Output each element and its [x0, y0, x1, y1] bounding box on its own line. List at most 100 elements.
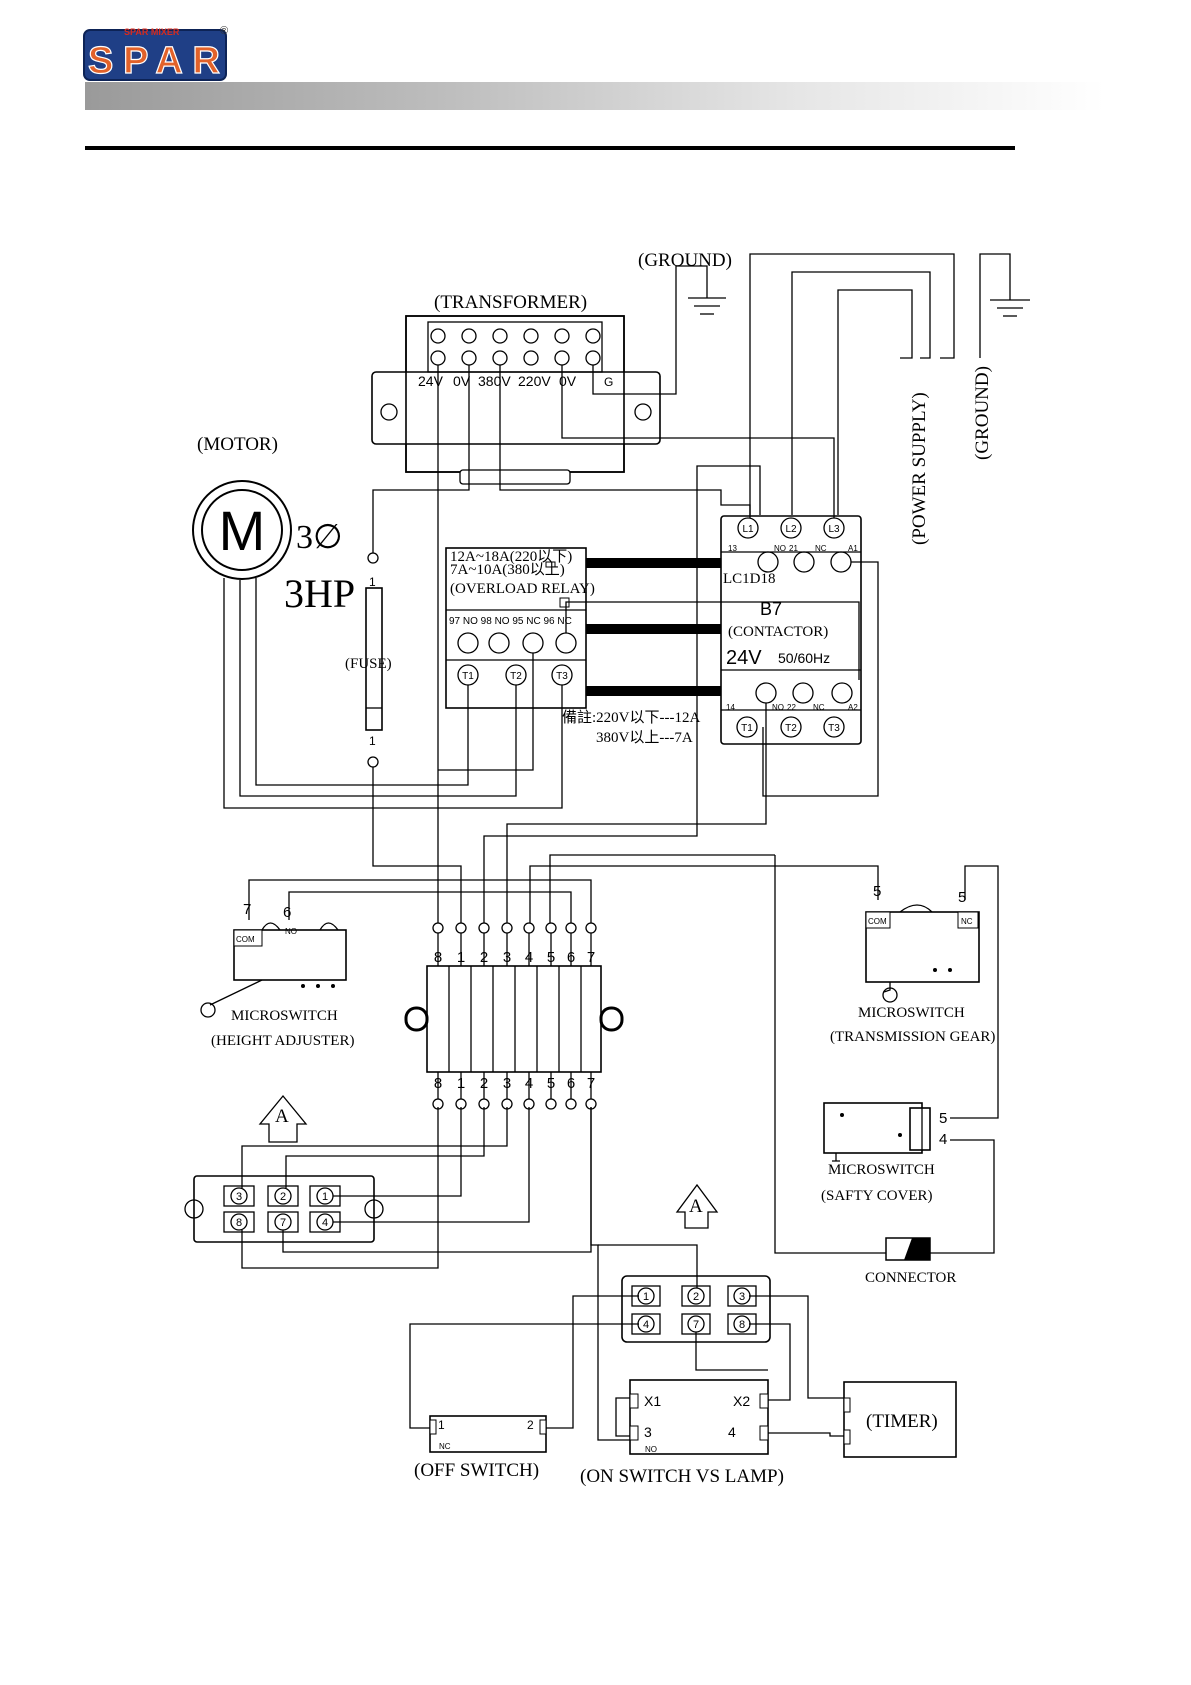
- terminal-pin-5-bottom: [545, 1098, 557, 1110]
- header-gradient-band: [85, 82, 1105, 110]
- ms-height-no: NO: [285, 927, 297, 936]
- spar-logo: SPAR MIXER SPAR ®: [83, 25, 228, 83]
- overload-relay-label: (OVERLOAD RELAY): [450, 581, 595, 597]
- relay-note-2: 380V以上---7A: [596, 729, 693, 746]
- off-switch-label: (OFF SWITCH): [414, 1460, 539, 1481]
- power-supply-wires: [749, 253, 1011, 515]
- off-switch: 1 2 NC: [429, 1415, 547, 1453]
- transformer-terminals: [427, 321, 603, 373]
- plug-1: 3 2 1 8 7 4: [184, 1175, 384, 1243]
- ms-trans-wire-5b: 5: [958, 889, 966, 906]
- contactor: L1 L2 L3 13 NO 21 NC A1 LC1D18 B7 (CONTA…: [720, 515, 862, 745]
- plug-a-arrow-1: A: [258, 1094, 308, 1143]
- relay-rating-2: 7A~10A(380以上): [450, 561, 565, 578]
- transformer-tap-g: G: [604, 375, 613, 389]
- contactor-t2: T2: [785, 723, 797, 734]
- contactor-top-no: NO: [774, 544, 786, 553]
- motor-horsepower: 3HP: [284, 571, 355, 616]
- ms-height-com: COM: [236, 935, 255, 944]
- contactor-l3: L3: [828, 524, 840, 535]
- power-supply-label: (POWER SUPPLY): [909, 392, 930, 545]
- relay-terminal-t3: T3: [556, 671, 568, 682]
- connector: [885, 1237, 931, 1261]
- plug1-pin-2: 2: [280, 1191, 286, 1203]
- off-pin-2: 2: [527, 1418, 534, 1432]
- contactor-l1: L1: [742, 524, 754, 535]
- relay-contacts: 97 NO 98 NO 95 NC 96 NC: [449, 616, 572, 627]
- transformer-tap-220v: 220V: [518, 373, 551, 389]
- fuse-label: (FUSE): [345, 656, 392, 672]
- plug-a-1-letter: A: [275, 1106, 289, 1127]
- plug2-pin-8: 8: [739, 1319, 745, 1331]
- transformer-tap-0v-b: 0V: [559, 373, 577, 389]
- contactor-t1: T1: [741, 723, 753, 734]
- logo-registered-mark: ®: [220, 25, 228, 37]
- ground-right-symbol: [990, 299, 1030, 317]
- ground-left-label: (GROUND): [638, 250, 732, 271]
- on-pin-no: NO: [645, 1445, 657, 1454]
- contactor-volt: 24V: [726, 647, 762, 669]
- terminal-pin-2-top: [478, 922, 490, 934]
- wires-upper: [223, 265, 999, 1254]
- plug2-pin-3: 3: [739, 1291, 745, 1303]
- ms-trans-com: COM: [868, 917, 887, 926]
- contactor-t3: T3: [828, 723, 840, 734]
- transformer: 24V 0V 380V 220V 0V G: [371, 315, 661, 485]
- contactor-top-a1: A1: [848, 544, 858, 553]
- contactor-top-21: 21: [789, 544, 798, 553]
- ms-trans-nc: NC: [961, 917, 973, 926]
- contactor-model: LC1D18: [723, 571, 776, 587]
- relay-note-1: 備註:220V以下---12A: [562, 709, 700, 726]
- terminal-pin-6-bottom: [565, 1098, 577, 1110]
- relay-terminal-t2: T2: [510, 671, 522, 682]
- ms-safety-wire-5: 5: [939, 1110, 947, 1127]
- timer-label: (TIMER): [866, 1411, 938, 1432]
- transformer-tap-24v: 24V: [418, 373, 444, 389]
- microswitch-safety-cover: 5 4: [823, 1102, 947, 1162]
- contactor-bottom-14: 14: [726, 703, 735, 712]
- connector-label: CONNECTOR: [865, 1270, 956, 1286]
- contactor-bottom-no: NO: [772, 703, 784, 712]
- motor: M: [192, 480, 292, 580]
- plug1-pin-7: 7: [280, 1217, 286, 1229]
- contactor-freq: 50/60Hz: [778, 650, 830, 666]
- transformer-tap-380v: 380V: [478, 373, 511, 389]
- contactor-bottom-a2: A2: [848, 703, 858, 712]
- on-switch-label: (ON SWITCH VS LAMP): [580, 1466, 784, 1487]
- terminal-block: [404, 965, 624, 1073]
- plug-2: 1 2 3 4 7 8: [621, 1275, 771, 1343]
- on-pin-3: 3: [644, 1424, 652, 1440]
- timer: (TIMER): [843, 1381, 957, 1458]
- plug2-pin-4: 4: [643, 1319, 649, 1331]
- on-pin-x2: X2: [733, 1393, 750, 1409]
- contactor-top-nc: NC: [815, 544, 827, 553]
- ms-height-name: MICROSWITCH: [231, 1008, 338, 1024]
- plug1-pin-8: 8: [236, 1217, 242, 1229]
- transformer-label: (TRANSFORMER): [434, 292, 587, 313]
- ms-trans-desc: (TRANSMISSION GEAR): [830, 1029, 995, 1045]
- logo-small-text: SPAR MIXER: [124, 27, 180, 37]
- contactor-bottom-22: 22: [787, 703, 796, 712]
- plug1-pin-3: 3: [236, 1191, 242, 1203]
- off-pin-nc: NC: [439, 1442, 451, 1451]
- plug2-pin-1: 1: [643, 1291, 649, 1303]
- terminal-pin-3-top: [501, 922, 513, 934]
- motor-phase: 3∅: [296, 519, 343, 556]
- motor-symbol: M: [219, 499, 266, 562]
- relay-rating-1: 12A~18A(220以下): [450, 549, 572, 565]
- contactor-l2: L2: [785, 524, 797, 535]
- plug-a-2-letter: A: [689, 1196, 703, 1217]
- on-pin-x1: X1: [644, 1393, 661, 1409]
- terminal-pin-6-top: [565, 922, 577, 934]
- ground-right-label: (GROUND): [972, 366, 993, 460]
- ms-trans-name: MICROSWITCH: [858, 1005, 965, 1021]
- transformer-tap-0v-a: 0V: [453, 373, 471, 389]
- ms-safety-desc: (SAFTY COVER): [821, 1188, 933, 1204]
- terminal-pin-8-top: [432, 922, 444, 934]
- plug1-pin-1: 1: [322, 1191, 328, 1203]
- contactor-bottom-nc: NC: [813, 703, 825, 712]
- terminal-pin-1-top: [455, 922, 467, 934]
- terminal-pin-5-top: [545, 922, 557, 934]
